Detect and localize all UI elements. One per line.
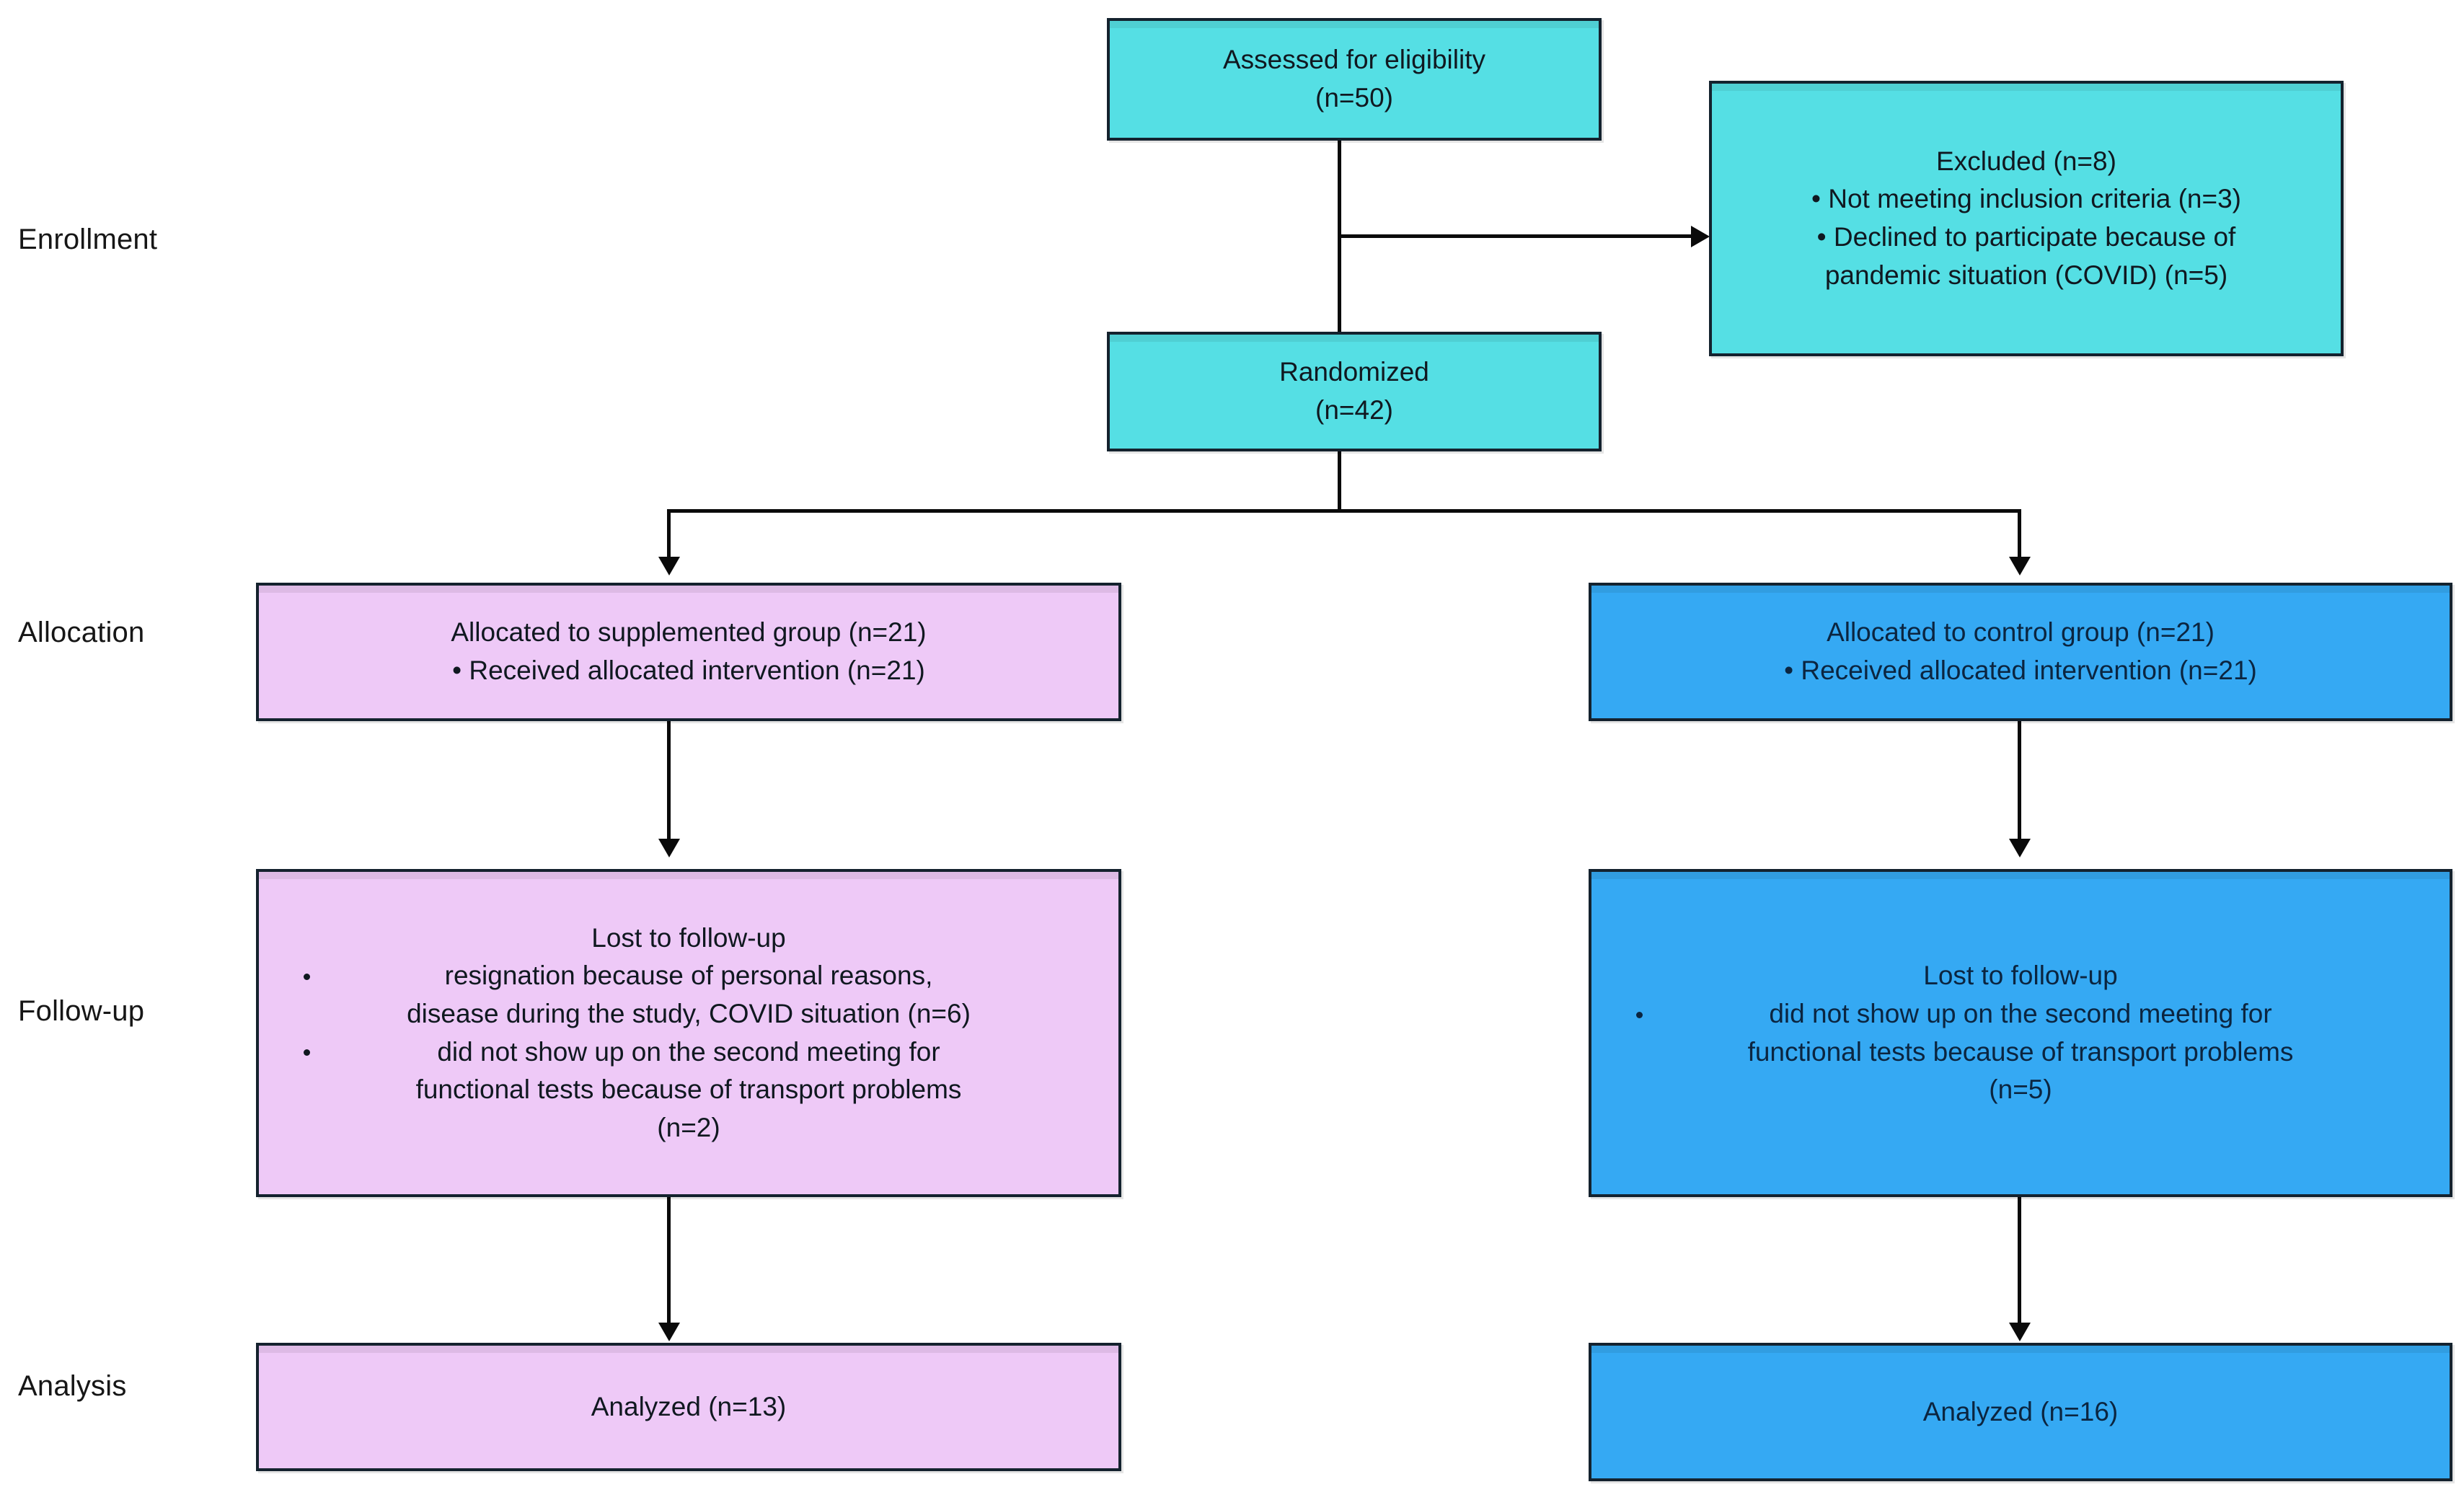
alloc-control-line-1: Allocated to control group (n=21) bbox=[1827, 617, 2214, 648]
node-allocated-control[interactable]: Allocated to control group (n=21) • Rece… bbox=[1589, 583, 2452, 721]
node-randomized[interactable]: Randomized (n=42) bbox=[1107, 332, 1602, 451]
followup-control-b1-line-1: did not show up on the second meeting fo… bbox=[1769, 998, 2272, 1028]
node-analyzed-supplemented[interactable]: Analyzed (n=13) bbox=[256, 1343, 1121, 1471]
assessed-line-2: (n=50) bbox=[1315, 83, 1393, 112]
connector-bus-to-control bbox=[2018, 509, 2021, 560]
node-assessed-for-eligibility[interactable]: Assessed for eligibility (n=50) bbox=[1107, 18, 1602, 141]
connector-control-alloc-to-followup bbox=[2018, 720, 2021, 842]
arrow-down-icon-supplemented-alloc bbox=[658, 557, 680, 575]
followup-control-b1-line-3: (n=5) bbox=[1989, 1075, 2052, 1105]
alloc-supplemented-line-2: • Received allocated intervention (n=21) bbox=[452, 656, 925, 685]
alloc-control-line-2: • Received allocated intervention (n=21) bbox=[1784, 656, 2257, 685]
node-followup-supplemented[interactable]: Lost to follow-up resignation because of… bbox=[256, 869, 1121, 1197]
followup-supplemented-b2-line-2: functional tests because of transport pr… bbox=[415, 1075, 962, 1105]
connector-assessed-to-excluded bbox=[1338, 234, 1692, 238]
analyzed-control-line-1: Analyzed (n=16) bbox=[1922, 1396, 2119, 1426]
followup-supplemented-b2-line-3: (n=2) bbox=[657, 1112, 720, 1142]
excluded-bullet-2-continuation: pandemic situation (COVID) (n=5) bbox=[1824, 260, 2228, 290]
alloc-supplemented-line-1: Allocated to supplemented group (n=21) bbox=[451, 617, 927, 648]
stage-label-followup: Follow-up bbox=[18, 995, 145, 1027]
node-excluded[interactable]: Excluded (n=8) • Not meeting inclusion c… bbox=[1709, 81, 2344, 356]
connector-supplemented-followup-to-analysis bbox=[667, 1196, 671, 1325]
followup-control-line-1: Lost to follow-up bbox=[1923, 961, 2118, 991]
arrow-down-icon-supplemented-followup bbox=[658, 839, 680, 857]
randomized-line-1: Randomized bbox=[1279, 357, 1429, 387]
excluded-bullet-2: • Declined to participate because of bbox=[1816, 222, 2236, 252]
followup-supplemented-b2-line-1: did not show up on the second meeting fo… bbox=[437, 1036, 940, 1067]
arrow-right-icon-excluded bbox=[1691, 226, 1710, 247]
bullet-dot-icon bbox=[304, 974, 310, 981]
connector-supplemented-alloc-to-followup bbox=[667, 720, 671, 842]
followup-control-bullet-1: did not show up on the second meeting fo… bbox=[1602, 995, 2439, 1033]
followup-control-b1-line-2: functional tests because of transport pr… bbox=[1747, 1036, 2294, 1067]
connector-bus-to-supplemented bbox=[667, 509, 671, 560]
stage-label-allocation: Allocation bbox=[18, 617, 145, 648]
bullet-dot-icon bbox=[1636, 1011, 1643, 1018]
arrow-down-icon-control-followup bbox=[2009, 839, 2031, 857]
followup-supplemented-b1-line-1: resignation because of personal reasons, bbox=[444, 961, 933, 991]
stage-label-analysis: Analysis bbox=[18, 1370, 127, 1402]
stage-label-enrollment: Enrollment bbox=[18, 224, 158, 255]
excluded-line-1: Excluded (n=8) bbox=[1936, 146, 2116, 176]
connector-randomized-down bbox=[1338, 450, 1341, 512]
assessed-line-1: Assessed for eligibility bbox=[1223, 45, 1485, 75]
node-followup-control[interactable]: Lost to follow-up did not show up on the… bbox=[1589, 869, 2452, 1197]
analyzed-supplemented-line-1: Analyzed (n=13) bbox=[591, 1391, 787, 1421]
randomized-line-2: (n=42) bbox=[1315, 395, 1393, 425]
bullet-dot-icon bbox=[304, 1049, 310, 1056]
node-analyzed-control[interactable]: Analyzed (n=16) bbox=[1589, 1343, 2452, 1481]
connector-randomization-bus bbox=[667, 509, 2021, 513]
arrow-down-icon-supplemented-analysis bbox=[658, 1323, 680, 1341]
followup-supplemented-bullet-2: did not show up on the second meeting fo… bbox=[269, 1033, 1108, 1072]
followup-supplemented-line-1: Lost to follow-up bbox=[591, 922, 786, 953]
arrow-down-icon-control-alloc bbox=[2009, 557, 2031, 575]
arrow-down-icon-control-analysis bbox=[2009, 1323, 2031, 1341]
followup-supplemented-bullet-1: resignation because of personal reasons, bbox=[269, 957, 1108, 995]
excluded-bullet-1: • Not meeting inclusion criteria (n=3) bbox=[1811, 184, 2241, 214]
followup-supplemented-b1-line-2: disease during the study, COVID situatio… bbox=[407, 998, 971, 1028]
node-allocated-supplemented[interactable]: Allocated to supplemented group (n=21) •… bbox=[256, 583, 1121, 721]
connector-control-followup-to-analysis bbox=[2018, 1196, 2021, 1325]
